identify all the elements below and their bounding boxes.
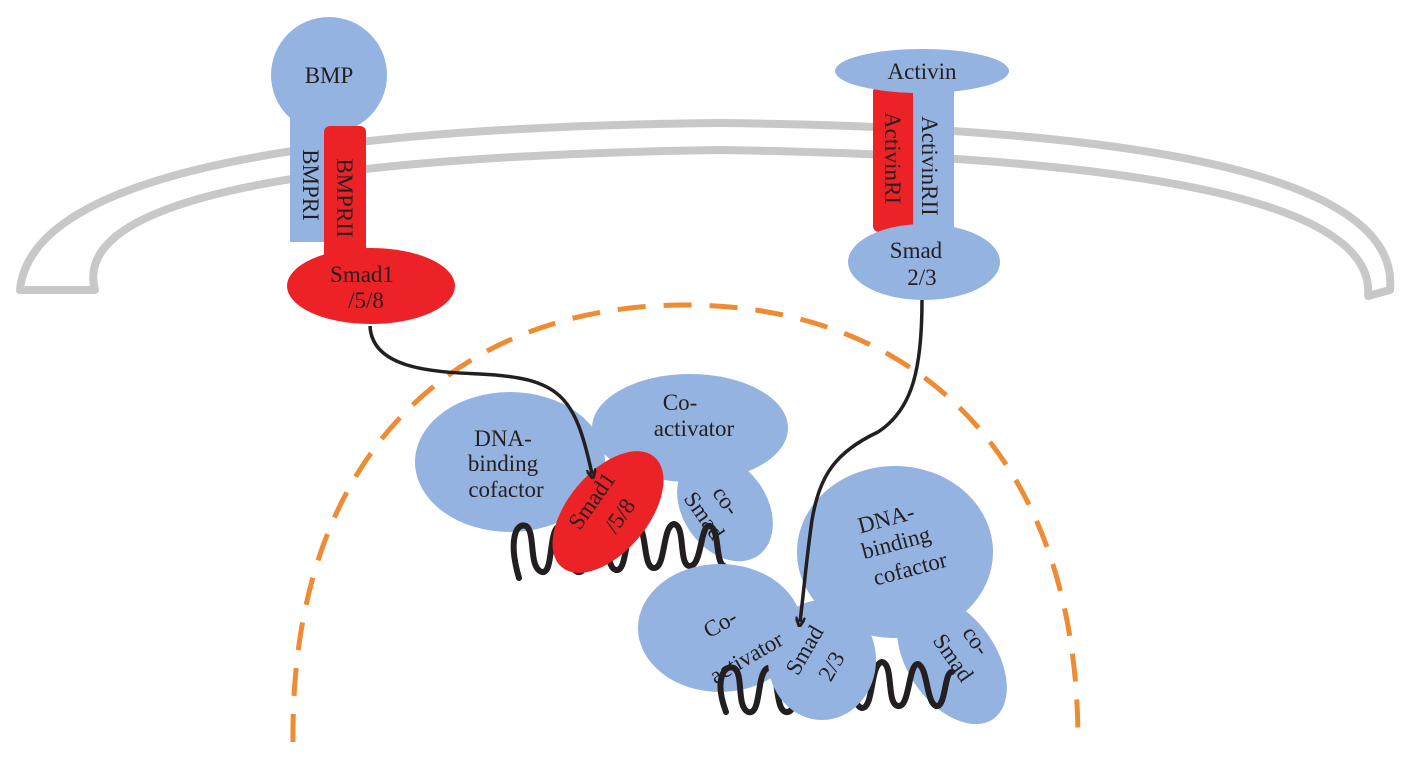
left-dna-helix <box>510 518 727 581</box>
smad23-cytoplasm <box>848 224 1000 300</box>
left-dna-label-line3: cofactor <box>468 477 544 502</box>
bmpri-label: BMPRI <box>298 149 323 221</box>
smad158-cytoplasm <box>287 248 455 324</box>
left-smad158-nuclear <box>552 451 664 573</box>
activin-translocation-arrow <box>800 299 924 622</box>
nuclear-envelope <box>290 302 1081 743</box>
right-smad23-nuclear <box>768 600 876 720</box>
left-dna-label-line2: binding <box>468 451 539 476</box>
right-cosmad <box>897 595 1007 725</box>
bmprii-label: BMPRII <box>332 158 357 237</box>
cell-membrane <box>16 119 1395 300</box>
bmp-ligand <box>271 17 387 133</box>
left-dna-binding-cofactor <box>415 392 605 532</box>
left-coactivator-label-line1: Co- <box>663 390 698 415</box>
smad158-top-label-line1: Smad1 <box>330 262 394 287</box>
bmprii-receptor <box>324 126 366 278</box>
smad158-top-label-line2: /5/8 <box>348 288 384 313</box>
smad23-top-label-line2: 2/3 <box>907 265 936 290</box>
activin-ligand <box>835 49 1009 93</box>
smad23-top-label-line1: Smad <box>890 238 943 263</box>
right-coactivator <box>638 564 802 692</box>
activinri-receptor <box>873 86 913 232</box>
left-coactivator-label-line2: activator <box>654 416 735 441</box>
bmp-translocation-arrow <box>368 325 592 474</box>
left-dna-label-line1: DNA- <box>474 426 532 451</box>
activin-label: Activin <box>888 59 957 84</box>
bmp-label: BMP <box>305 63 354 88</box>
right-dna-binding-cofactor <box>797 466 993 638</box>
activinri-label: ActivinRI <box>880 112 905 204</box>
activinrii-label: ActivinRII <box>917 116 942 216</box>
